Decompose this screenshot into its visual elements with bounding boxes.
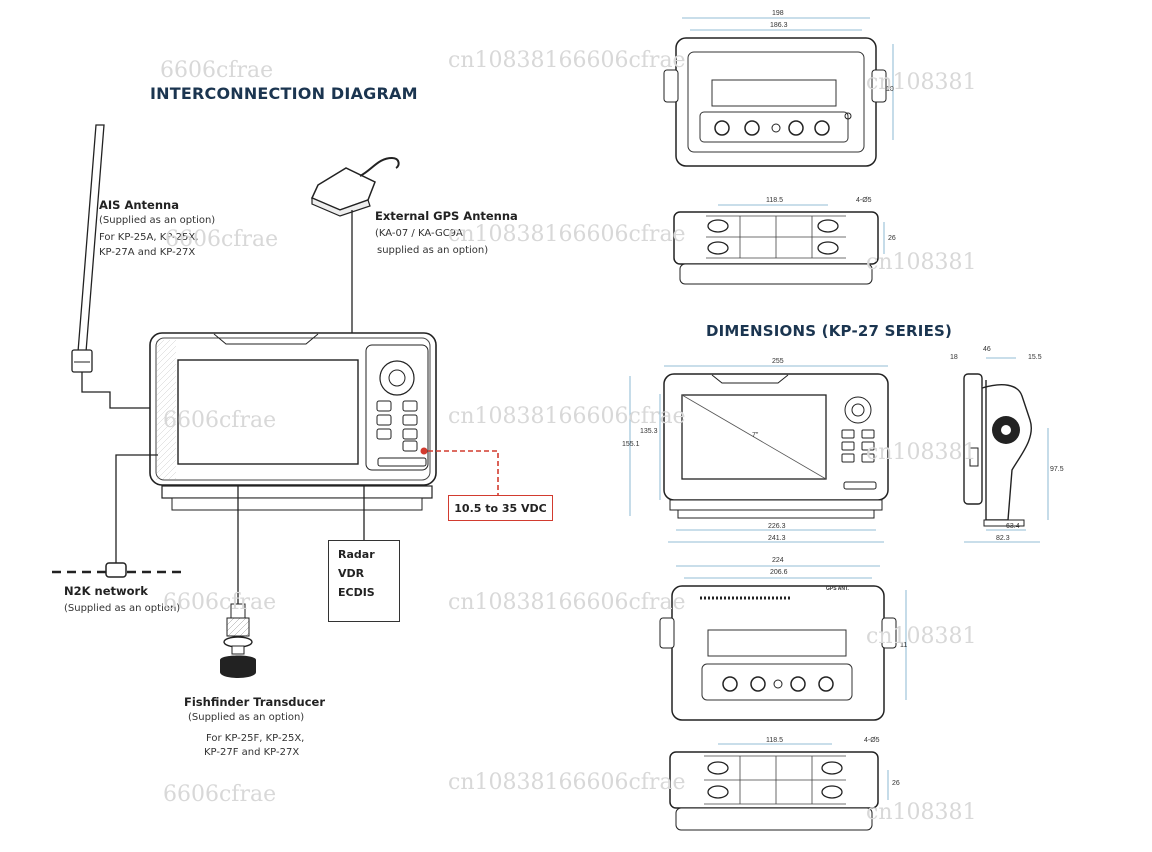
dim-bottom-span: 118.5 — [766, 197, 783, 204]
watermark: cn108381 — [866, 800, 977, 825]
watermark: cn10838166606cfrae — [448, 48, 686, 73]
watermark: cn108381 — [866, 250, 977, 275]
device-vdr: VDR — [338, 567, 365, 580]
gps-antenna-models: (KA-07 / KA-GC9A — [375, 228, 463, 239]
transducer-name: Fishfinder Transducer — [184, 695, 325, 709]
side-view-drawing — [963, 357, 1049, 543]
dim-front-height-inner: 135.3 — [640, 428, 658, 435]
power-supply-box: 10.5 to 35 VDC — [448, 495, 553, 521]
rear-view-drawing — [663, 17, 894, 167]
dim-bottom-holes: 4-Ø5 — [856, 197, 872, 204]
bottom-view-drawing — [673, 204, 885, 285]
dim-bottom2-holes: 4-Ø5 — [864, 737, 880, 744]
n2k-network-drawing — [52, 562, 182, 578]
watermark: cn10838166606cfrae — [448, 590, 686, 615]
ais-antenna-label: AIS Antenna (Supplied as an option) For … — [99, 198, 215, 261]
dimensions-title: DIMENSIONS (KP-27 SERIES) — [706, 322, 953, 340]
dim-bottom2-depth: 26 — [892, 780, 900, 787]
transducer-drawing — [220, 603, 256, 678]
watermark: 6606cfrae — [160, 58, 274, 83]
dim-front-height-outer: 155.1 — [622, 441, 640, 448]
device-ecdis: ECDIS — [338, 586, 375, 599]
watermark: 6606cfrae — [165, 227, 279, 252]
ais-antenna-models-1: For KP-25A, KP-25X, — [99, 232, 199, 243]
dim-screen-size: 7" — [752, 432, 759, 439]
connection-lines — [115, 454, 365, 604]
chartplotter-unit-drawing — [149, 332, 437, 511]
gps-antenna-drawing — [310, 156, 400, 333]
dim-side-depth-outer: 82.3 — [996, 535, 1010, 542]
dim-side-height: 97.5 — [1050, 466, 1064, 473]
power-cable-line — [428, 450, 499, 495]
n2k-network-name: N2K network — [64, 584, 148, 598]
ais-antenna-note: (Supplied as an option) — [99, 215, 216, 226]
external-devices-box: Radar VDR ECDIS — [328, 540, 400, 622]
watermark: cn10838166606cfrae — [448, 222, 686, 247]
watermark: 6606cfrae — [163, 408, 277, 433]
dim-side-depth-inner: 63.4 — [1006, 523, 1020, 530]
dim-front-base-inner: 226.3 — [768, 523, 786, 530]
watermark: cn10838166606cfrae — [448, 770, 686, 795]
transducer-models-1: For KP-25F, KP-25X, — [206, 733, 305, 744]
watermark: cn108381 — [866, 440, 977, 465]
watermark: 6606cfrae — [163, 782, 277, 807]
bottom-view-2-drawing — [669, 743, 889, 831]
transducer-label: Fishfinder Transducer (Supplied as an op… — [184, 695, 325, 761]
gps-antenna-note: supplied as an option) — [377, 245, 489, 256]
interconnection-title: INTERCONNECTION DIAGRAM — [150, 84, 418, 103]
ais-antenna-drawing — [71, 124, 158, 409]
dim-rear-width-outer: 198 — [772, 10, 784, 17]
dim-bottom-depth: 26 — [888, 235, 896, 242]
gps-port-tag: GPS ANT. — [826, 586, 849, 592]
gps-antenna-name: External GPS Antenna — [375, 209, 518, 223]
dim-rear-height: 10 — [886, 86, 894, 93]
n2k-network-note: (Supplied as an option) — [64, 603, 181, 614]
device-radar: Radar — [338, 548, 375, 561]
front-view-drawing — [629, 365, 889, 543]
dim-front-width: 255 — [772, 358, 784, 365]
transducer-models-2: KP-27F and KP-27X — [204, 747, 300, 758]
dim-side-a: 18 — [950, 354, 958, 361]
dim-rear-width-inner: 186.3 — [770, 22, 788, 29]
dim-rear2-width-outer: 224 — [772, 557, 784, 564]
watermark: cn108381 — [866, 70, 977, 95]
watermark: cn108381 — [866, 624, 977, 649]
gps-antenna-label: External GPS Antenna (KA-07 / KA-GC9A su… — [375, 209, 518, 259]
dim-bottom2-span: 118.5 — [766, 737, 783, 744]
transducer-note: (Supplied as an option) — [188, 712, 305, 723]
watermark: cn10838166606cfrae — [448, 404, 686, 429]
n2k-network-label: N2K network (Supplied as an option) — [64, 584, 180, 617]
watermark: 6606cfrae — [163, 590, 277, 615]
ais-antenna-name: AIS Antenna — [99, 198, 179, 212]
rear-view-2-drawing — [659, 565, 907, 721]
dim-front-base-outer: 241.3 — [768, 535, 786, 542]
ais-antenna-models-2: KP-27A and KP-27X — [99, 247, 196, 258]
dim-rear2-height: 11 — [900, 642, 908, 649]
dim-side-c: 15.5 — [1028, 354, 1042, 361]
dim-side-b: 46 — [983, 346, 991, 353]
dim-rear2-width-inner: 206.6 — [770, 569, 788, 576]
